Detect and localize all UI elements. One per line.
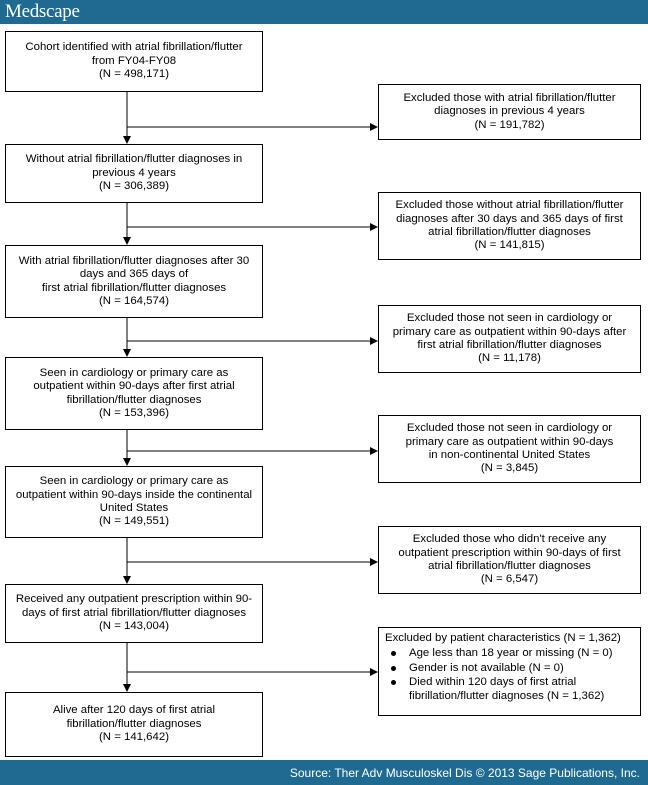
excluded-box-5: Excluded those who didn't receive any ou… [378, 526, 641, 594]
main-box-4: Seen in cardiology or primary care as ou… [5, 357, 263, 430]
main-box-5: Seen in cardiology or primary care as ou… [5, 466, 263, 538]
medscape-logo[interactable]: Medscape [5, 1, 80, 22]
list-item: Age less than 18 year or missing (N = 0) [385, 647, 634, 660]
header-bar: Medscape [0, 0, 648, 24]
excluded-box-1: Excluded those with atrial fibrillation/… [378, 84, 641, 140]
excluded-box-4: Excluded those not seen in cardiology or… [378, 415, 641, 483]
list-item: Gender is not available (N = 0) [385, 662, 634, 675]
main-box-7: Alive after 120 days of first atrial fib… [5, 692, 263, 757]
main-box-6: Received any outpatient prescription wit… [5, 584, 263, 643]
footer-bar: Source: Ther Adv Musculoskel Dis © 2013 … [0, 760, 648, 785]
characteristics-title: Excluded by patient characteristics (N =… [385, 632, 621, 644]
bullet-icon [391, 651, 396, 657]
main-box-1: Cohort identified with atrial fibrillati… [5, 31, 263, 92]
excluded-box-3: Excluded those not seen in cardiology or… [378, 305, 641, 373]
excluded-box-2: Excluded those without atrial fibrillati… [378, 192, 641, 260]
main-box-3: With atrial fibrillation/flutter diagnos… [5, 245, 263, 318]
main-box-2: Without atrial fibrillation/flutter diag… [5, 144, 263, 203]
list-item: Died within 120 days of first atrial fib… [385, 676, 634, 703]
characteristics-list: Age less than 18 year or missing (N = 0)… [385, 647, 634, 703]
source-credit: Source: Ther Adv Musculoskel Dis © 2013 … [289, 766, 640, 780]
excluded-characteristics-box: Excluded by patient characteristics (N =… [378, 627, 641, 716]
bullet-icon [391, 665, 396, 671]
bullet-icon [391, 680, 396, 686]
